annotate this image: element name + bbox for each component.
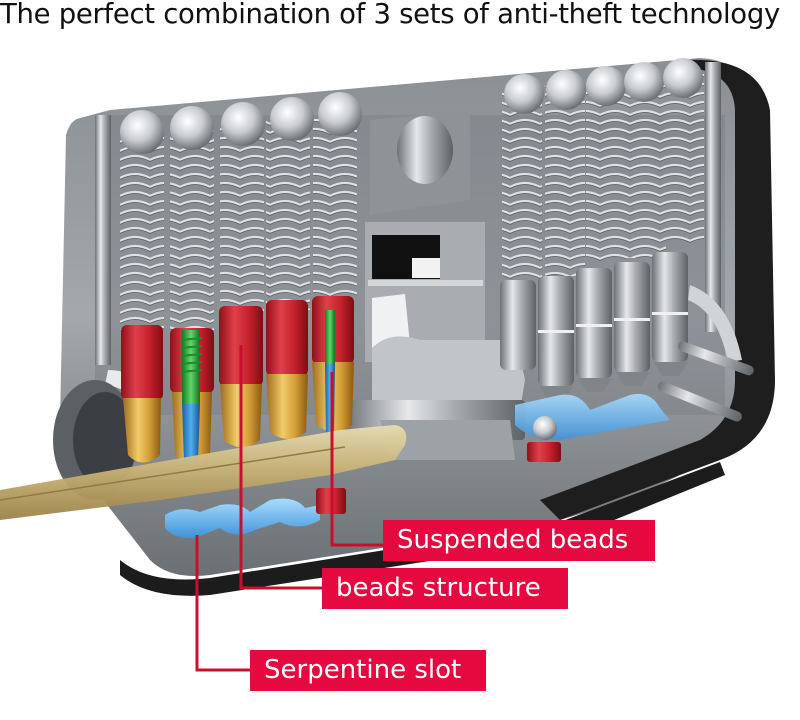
callout-suspended-beads: Suspended beads — [383, 520, 655, 561]
right-silver-pins — [500, 252, 688, 400]
center-cam-block — [345, 110, 525, 460]
callout-beads-structure: beads structure — [322, 568, 568, 609]
callout-serpentine-slot: Serpentine slot — [250, 650, 486, 691]
left-springs — [120, 92, 362, 330]
housing-dark-right — [540, 59, 775, 520]
right-springs — [502, 58, 704, 280]
page-title: The perfect combination of 3 sets of ant… — [0, 0, 780, 30]
right-serpentine-beads — [515, 393, 670, 462]
